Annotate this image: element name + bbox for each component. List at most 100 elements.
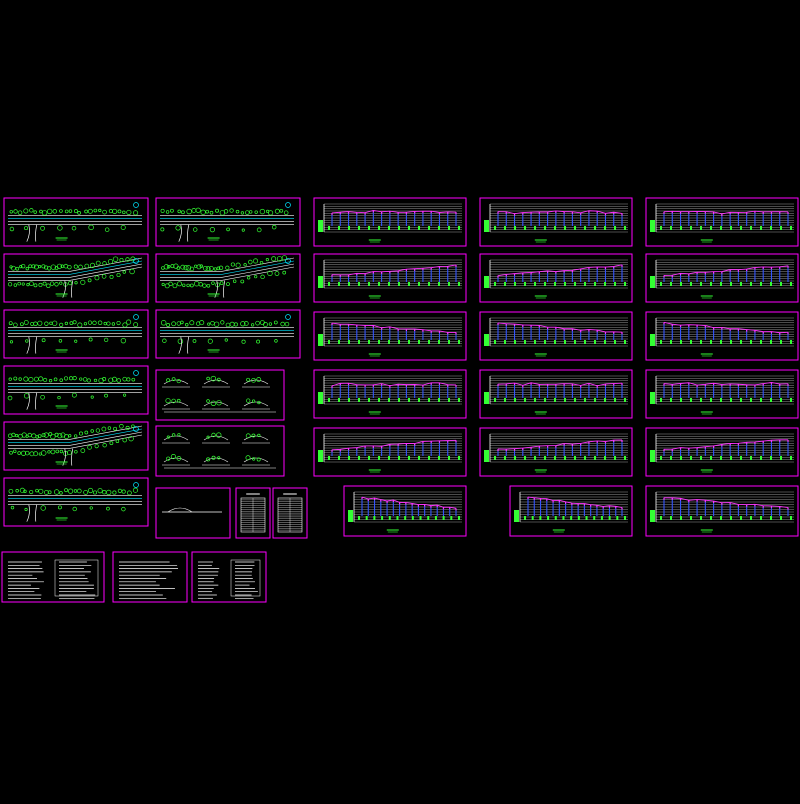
north-arrow-icon (133, 482, 139, 488)
ground-marker (398, 340, 400, 344)
tree-symbol (235, 209, 240, 214)
tree-symbol (63, 376, 69, 381)
ground-marker (388, 226, 390, 230)
tree-symbol (240, 321, 246, 327)
tree-symbol (40, 450, 47, 456)
sheet-border (479, 253, 633, 303)
ground-marker (730, 398, 732, 402)
sheet-border (3, 197, 149, 247)
sheet-profile-r6-c1 (343, 485, 467, 537)
ground-marker (544, 398, 546, 402)
ground-marker (564, 456, 566, 460)
ground-marker (458, 456, 460, 460)
ground-marker (328, 226, 330, 230)
tree-symbol (26, 283, 30, 287)
ground-marker (398, 282, 400, 286)
ground-marker (554, 340, 556, 344)
tree-symbol (116, 272, 121, 278)
tree-symbol (230, 262, 235, 267)
tree-symbol (38, 265, 42, 269)
tree-symbol (165, 210, 170, 214)
ground-marker (365, 516, 368, 520)
section-curve (203, 435, 229, 441)
ground-marker (660, 282, 662, 286)
tree-symbol (78, 431, 83, 436)
ground-marker (600, 516, 603, 520)
ground-marker (730, 282, 732, 286)
legend-block (650, 510, 655, 522)
tree-symbol (176, 379, 181, 384)
ground-marker (534, 340, 536, 344)
tree-symbol (235, 262, 241, 268)
tree-symbol (166, 378, 171, 383)
ground-marker (750, 282, 752, 286)
tree-symbol (126, 209, 132, 215)
ground-marker (574, 226, 576, 230)
sheet-plan-5 (3, 421, 149, 471)
ground-marker (544, 456, 546, 460)
ground-marker (750, 398, 752, 402)
tree-symbol (211, 432, 216, 438)
tree-symbol (46, 208, 53, 215)
tree-symbol (210, 375, 217, 382)
sheet-border (155, 253, 301, 303)
tree-symbol (72, 320, 77, 325)
tree-symbol (104, 227, 110, 232)
tree-symbol (132, 487, 139, 493)
sheet-plan-8 (155, 253, 301, 303)
ground-marker (524, 282, 526, 286)
tree-symbol (267, 270, 273, 277)
tree-symbol (87, 320, 93, 325)
tree-symbol (74, 339, 78, 343)
tree-symbol (29, 451, 35, 457)
ground-marker (670, 516, 672, 520)
ground-marker (504, 456, 506, 460)
tree-symbol (8, 321, 13, 326)
ground-marker (740, 340, 742, 344)
tree-symbol (219, 281, 224, 286)
profile-line (331, 382, 457, 387)
tree-symbol (42, 281, 47, 286)
sheet-plan-2 (3, 253, 149, 303)
tree-symbol (226, 282, 230, 287)
tree-symbol (116, 378, 121, 383)
ground-marker (524, 226, 526, 230)
tree-symbol (180, 264, 186, 270)
tree-symbol (164, 283, 170, 289)
sheet-border (645, 485, 799, 537)
ground-marker (750, 340, 752, 344)
tree-symbol (262, 322, 268, 327)
ground-marker (780, 456, 782, 460)
tree-symbol (8, 488, 14, 494)
tree-symbol (225, 265, 230, 270)
ground-marker (514, 398, 516, 402)
ground-marker (348, 282, 350, 286)
tree-symbol (175, 225, 181, 231)
tree-symbol (192, 227, 198, 232)
tree-symbol (251, 399, 256, 403)
tree-symbol (92, 490, 98, 495)
ground-marker (593, 516, 596, 520)
ground-marker (720, 226, 722, 230)
tree-symbol (208, 266, 214, 271)
ground-marker (750, 516, 752, 520)
profile-line (361, 496, 457, 509)
tree-symbol (38, 488, 44, 494)
ground-marker (680, 516, 682, 520)
tree-symbol (54, 282, 59, 287)
north-arrow-icon (285, 202, 291, 208)
ground-marker (494, 340, 496, 344)
tree-symbol (43, 432, 49, 438)
tree-symbol (29, 281, 34, 286)
sheet-border (313, 311, 467, 361)
tree-symbol (216, 400, 222, 406)
ground-marker (494, 456, 496, 460)
tree-symbol (122, 393, 127, 397)
ground-marker (368, 456, 370, 460)
ground-marker (720, 456, 722, 460)
tree-symbol (126, 319, 132, 325)
sheet-profile-r4-c2 (479, 369, 633, 419)
ground-marker (584, 340, 586, 344)
side-road (35, 392, 38, 410)
tree-symbol (25, 266, 30, 271)
